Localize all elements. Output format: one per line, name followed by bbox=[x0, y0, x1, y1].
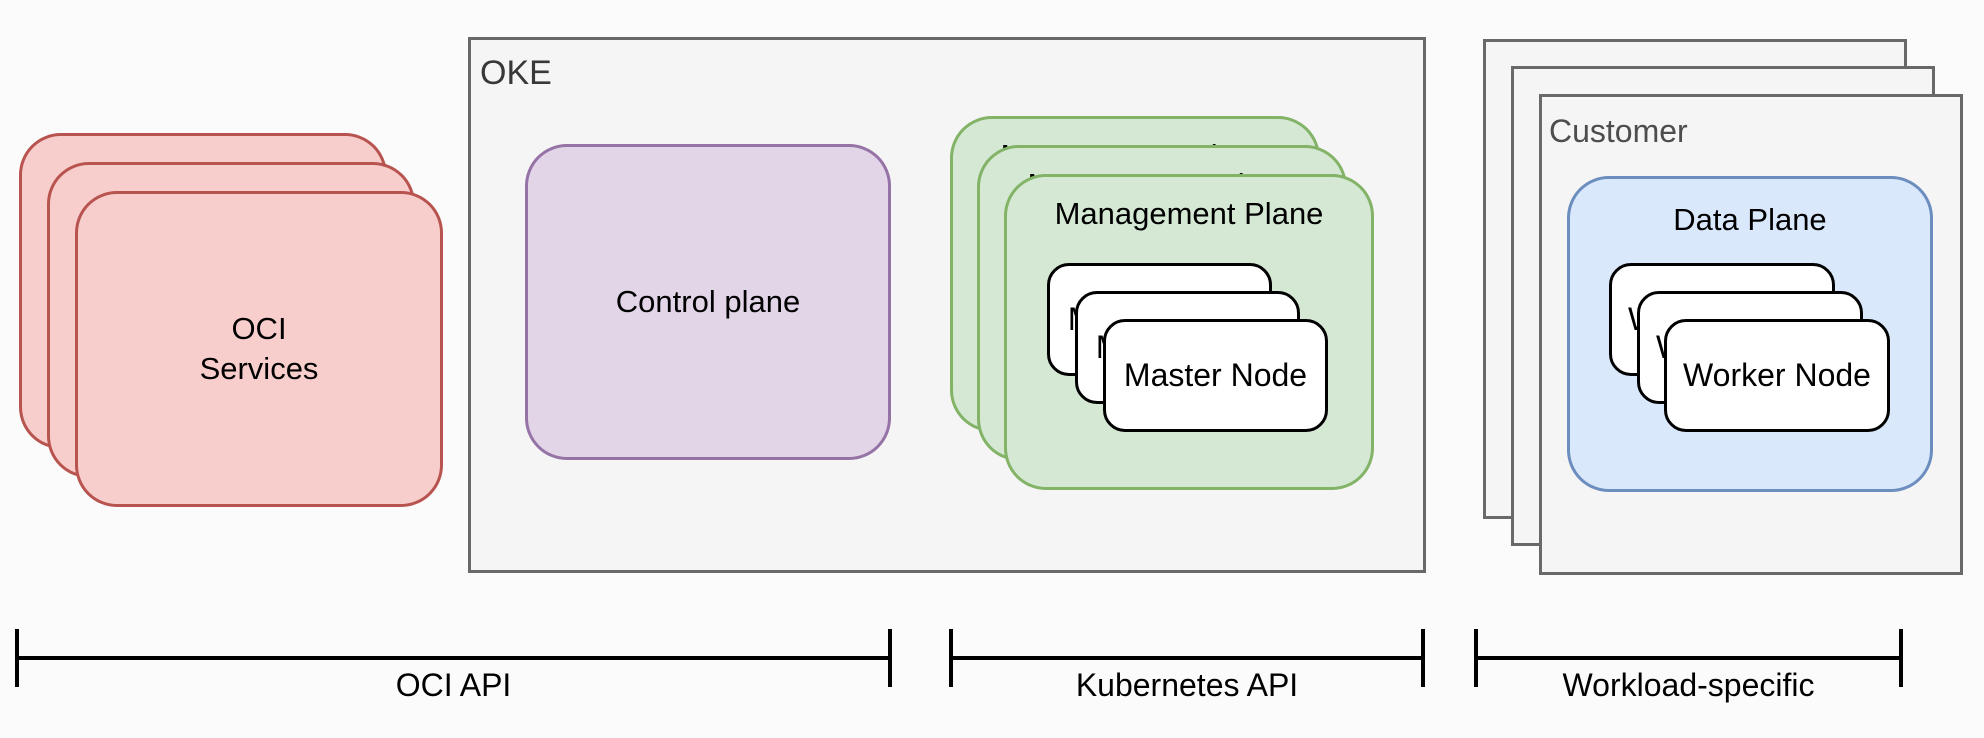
workload-specific-bracket-label: Workload-specific bbox=[1562, 667, 1815, 703]
oci-api-bracket-right-tick bbox=[888, 629, 892, 687]
oci-api-bracket-label: OCI API bbox=[395, 667, 512, 703]
workload-specific-bracket-right-tick bbox=[1899, 629, 1903, 687]
workload-specific-bracket-left-tick bbox=[1474, 629, 1478, 687]
oci-api-bracket-line bbox=[15, 656, 892, 660]
control-plane-label: Control plane bbox=[615, 284, 801, 320]
worker-node-label: Worker Node bbox=[1683, 357, 1871, 394]
master-node-label: Master Node bbox=[1123, 357, 1308, 394]
master-node-card-front: Master Node bbox=[1103, 319, 1328, 432]
oci-api-bracket-left-tick bbox=[15, 629, 19, 687]
oke-label: OKE bbox=[480, 54, 552, 92]
kubernetes-api-bracket-line bbox=[949, 656, 1425, 660]
oci-services-label-line1: OCI bbox=[231, 311, 287, 347]
worker-node-card-front: Worker Node bbox=[1664, 319, 1890, 432]
data-plane-label: Data Plane bbox=[1673, 202, 1827, 237]
kubernetes-api-bracket-left-tick bbox=[949, 629, 953, 687]
management-plane-label: Management Plane bbox=[1054, 196, 1324, 231]
customer-label: Customer bbox=[1549, 113, 1688, 149]
kubernetes-api-bracket-label: Kubernetes API bbox=[1075, 667, 1299, 703]
control-plane-card: Control plane bbox=[525, 144, 891, 460]
kubernetes-api-bracket-right-tick bbox=[1421, 629, 1425, 687]
workload-specific-bracket-line bbox=[1474, 656, 1903, 660]
oci-services-label-line2: Services bbox=[199, 351, 319, 386]
oci-services-card-front: OCI Services bbox=[75, 191, 443, 507]
